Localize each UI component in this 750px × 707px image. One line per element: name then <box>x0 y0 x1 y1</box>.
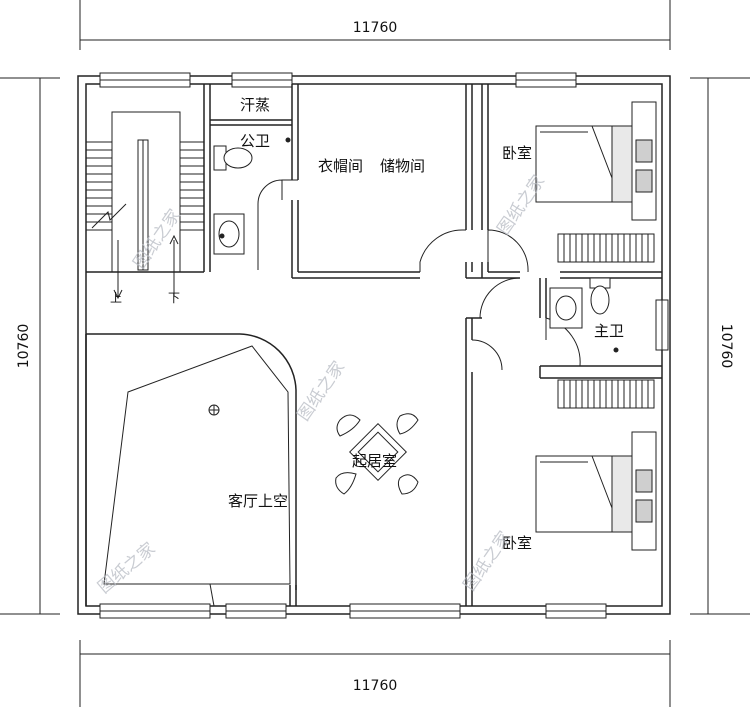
room-public-bath: 公卫 <box>240 132 270 150</box>
room-living-void: 客厅上空 <box>228 492 288 510</box>
bed-top <box>535 101 657 221</box>
stair-down-label: 下 <box>168 291 180 305</box>
windows <box>99 72 669 619</box>
dimension-right: 10760 <box>718 324 734 369</box>
room-bedroom-top: 卧室 <box>502 144 532 162</box>
lounge-seating <box>335 413 419 495</box>
dimension-left: 10760 <box>16 324 32 369</box>
room-closet: 衣帽间 <box>318 157 363 175</box>
watermark: 图纸之家 <box>294 358 349 425</box>
room-storage: 储物间 <box>380 157 425 175</box>
stair-up-label: 上 <box>110 291 122 305</box>
room-bedroom-bottom: 卧室 <box>502 534 532 552</box>
watermark: 图纸之家 <box>460 528 515 595</box>
room-living: 起居室 <box>352 452 397 470</box>
room-master-bath: 主卫 <box>594 322 624 340</box>
dimension-top: 11760 <box>353 20 398 36</box>
watermark: 图纸之家 <box>494 172 549 239</box>
bed-bottom <box>535 431 657 551</box>
staircase <box>86 111 204 300</box>
room-sauna: 汗蒸 <box>240 96 270 114</box>
watermark: 图纸之家 <box>94 539 159 598</box>
living-void <box>85 333 297 606</box>
ceiling-light-icon <box>208 404 220 416</box>
void-outline <box>103 345 291 607</box>
public-bath-fixtures <box>213 137 291 255</box>
master-bath-fixtures <box>549 277 619 353</box>
interior-walls <box>86 84 662 606</box>
wardrobe-hatching <box>563 234 649 408</box>
doors <box>257 179 581 371</box>
dimension-bottom: 11760 <box>353 678 398 694</box>
